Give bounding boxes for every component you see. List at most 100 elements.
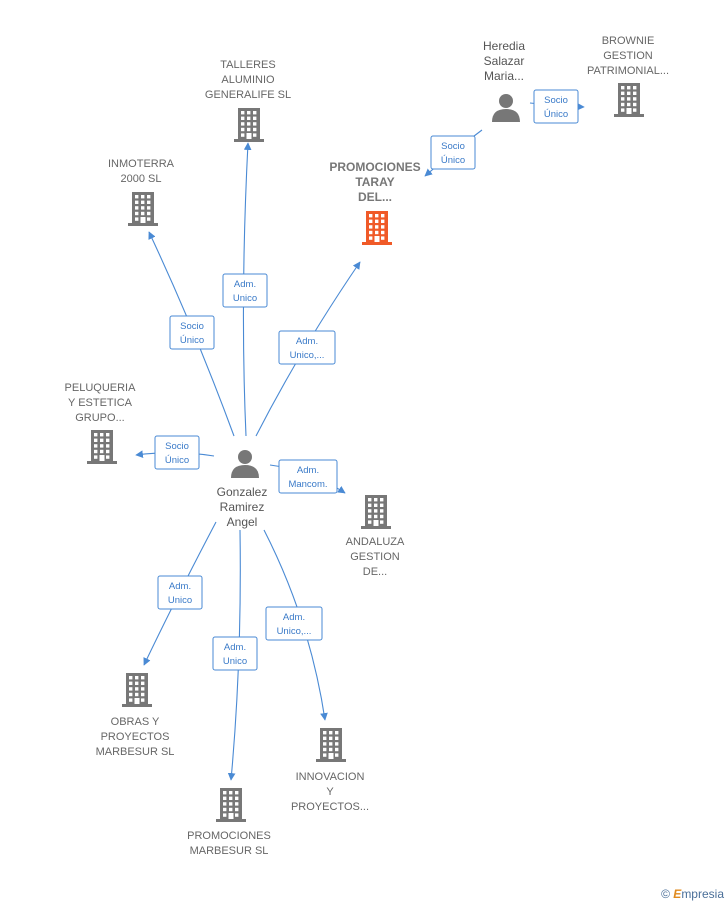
relation-label-gonzalez-to-talleres[interactable]: Adm. Unico bbox=[222, 273, 268, 308]
relation-text: Socio bbox=[544, 95, 568, 106]
node-label-line: DEL... bbox=[358, 190, 392, 204]
relation-text: Adm. bbox=[234, 279, 256, 290]
relation-label-gonzalez-to-andaluza[interactable]: Adm. Mancom. bbox=[278, 459, 338, 494]
node-label-line: GRUPO... bbox=[75, 412, 125, 424]
relation-box bbox=[265, 606, 323, 641]
relation-text: Unico bbox=[233, 293, 257, 304]
node-label-line: GESTION bbox=[350, 551, 400, 563]
node-label-line: GENERALIFE SL bbox=[205, 89, 291, 101]
relation-text: Socio bbox=[180, 321, 204, 332]
relation-text: Socio bbox=[165, 441, 189, 452]
relation-text: Único bbox=[165, 455, 189, 466]
relation-text: Mancom. bbox=[288, 479, 327, 490]
relation-text: Adm. bbox=[169, 581, 191, 592]
node-label: INNOVACION Y PROYECTOS... bbox=[291, 771, 369, 813]
node-label-line: Salazar bbox=[484, 54, 525, 68]
building-icon-focus[interactable] bbox=[362, 211, 392, 245]
node-label: ANDALUZA GESTION DE... bbox=[346, 536, 405, 578]
building-icon[interactable] bbox=[87, 430, 117, 464]
building-icon[interactable] bbox=[361, 495, 391, 529]
node-label: BROWNIE GESTION PATRIMONIAL... bbox=[587, 35, 669, 77]
node-label-line: Y ESTETICA bbox=[68, 397, 133, 409]
relation-text: Único bbox=[180, 335, 204, 346]
node-label-line: MARBESUR SL bbox=[96, 746, 175, 758]
relation-label-gonzalez-to-obras[interactable]: Adm. Unico bbox=[157, 575, 203, 610]
building-icon[interactable] bbox=[128, 192, 158, 226]
relation-box bbox=[278, 330, 336, 365]
relation-text: Adm. bbox=[283, 612, 305, 623]
node-label-line: PROMOCIONES bbox=[329, 160, 420, 174]
node-label-line: 2000 SL bbox=[121, 173, 162, 185]
node-label: INMOTERRA 2000 SL bbox=[108, 158, 175, 185]
node-label-line: Ramirez bbox=[220, 500, 265, 514]
relation-box bbox=[212, 636, 258, 671]
node-label: PROMOCIONES MARBESUR SL bbox=[187, 830, 271, 857]
relation-text: Unico,... bbox=[290, 350, 325, 361]
node-label-line: OBRAS Y bbox=[111, 716, 160, 728]
node-label-line: PROYECTOS bbox=[101, 731, 170, 743]
person-icon[interactable] bbox=[492, 94, 520, 122]
relation-text: Unico,... bbox=[277, 626, 312, 637]
edges-layer bbox=[135, 102, 585, 781]
relation-text: Unico bbox=[168, 595, 192, 606]
node-label-line: GESTION bbox=[603, 50, 653, 62]
building-icon[interactable] bbox=[316, 728, 346, 762]
building-icon[interactable] bbox=[216, 788, 246, 822]
footer-brand[interactable]: © Empresia bbox=[661, 887, 724, 901]
building-icon[interactable] bbox=[614, 83, 644, 117]
node-label-line: Maria... bbox=[484, 69, 524, 83]
node-label-line: Angel bbox=[227, 515, 258, 529]
relation-box bbox=[222, 273, 268, 308]
node-label: PELUQUERIA Y ESTETICA GRUPO... bbox=[65, 382, 137, 424]
relation-label-gonzalez-to-promociones_marbesur[interactable]: Adm.Unico bbox=[212, 636, 258, 671]
node-label-line: TARAY bbox=[355, 175, 394, 189]
node-label-line: PATRIMONIAL... bbox=[587, 65, 669, 77]
node-label-line: TALLERES bbox=[220, 59, 275, 71]
copyright-icon: © bbox=[661, 887, 670, 901]
node-label-line: INNOVACION bbox=[296, 771, 365, 783]
node-label: OBRAS Y PROYECTOS MARBESUR SL bbox=[96, 716, 175, 758]
person-icon[interactable] bbox=[231, 450, 259, 478]
node-label-line: BROWNIE bbox=[602, 35, 655, 47]
node-label: TALLERES ALUMINIO GENERALIFE SL bbox=[205, 59, 291, 101]
relation-text: Socio bbox=[441, 141, 465, 152]
node-label-line: PELUQUERIA bbox=[65, 382, 137, 394]
relation-text: Único bbox=[544, 109, 568, 120]
relation-label-gonzalez-to-innovacion[interactable]: Adm. Unico,... bbox=[265, 606, 323, 641]
node-label-line: ANDALUZA bbox=[346, 536, 405, 548]
relation-box bbox=[154, 435, 200, 470]
node-label: HerediaSalazarMaria... bbox=[483, 39, 525, 83]
relation-box bbox=[278, 459, 338, 494]
brand-initial: E bbox=[673, 887, 682, 901]
relation-text: Adm. bbox=[297, 465, 319, 476]
node-label-line: Heredia bbox=[483, 39, 525, 53]
relation-text: Adm. bbox=[296, 336, 318, 347]
brand-name: mpresia bbox=[681, 887, 724, 901]
node-label-line: ALUMINIO bbox=[221, 74, 275, 86]
building-icon[interactable] bbox=[234, 108, 264, 142]
node-label-line: PROMOCIONES bbox=[187, 830, 271, 842]
node-label-line: Y bbox=[326, 786, 334, 798]
node-label-line: INMOTERRA bbox=[108, 158, 175, 170]
relation-box bbox=[169, 315, 215, 350]
relation-box bbox=[157, 575, 203, 610]
node-label-line: Gonzalez bbox=[217, 485, 268, 499]
node-label: PROMOCIONESTARAYDEL... bbox=[329, 160, 420, 204]
relation-text: Adm. bbox=[224, 642, 246, 653]
node-label-line: DE... bbox=[363, 566, 387, 578]
building-icon[interactable] bbox=[122, 673, 152, 707]
relation-label-gonzalez-to-promociones_taray[interactable]: Adm. Unico,... bbox=[278, 330, 336, 365]
node-label-line: MARBESUR SL bbox=[190, 845, 269, 857]
relation-box bbox=[533, 89, 579, 124]
relation-text: Único bbox=[441, 155, 465, 166]
node-label-line: PROYECTOS... bbox=[291, 801, 369, 813]
relation-box bbox=[430, 135, 476, 170]
